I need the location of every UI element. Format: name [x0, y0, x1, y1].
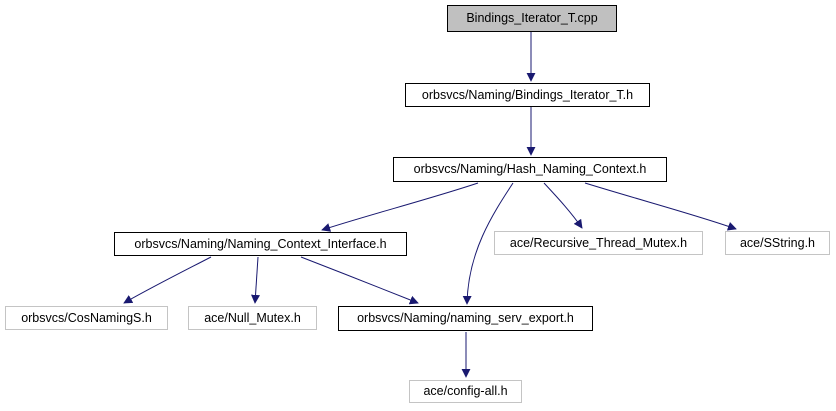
edge-hash_h-to-export_h: [462, 182, 514, 305]
graph-node-cosnaming_h[interactable]: orbsvcs/CosNamingS.h: [5, 306, 168, 330]
edge-hash_h-to-rtm_h: [543, 182, 583, 229]
graph-node-hash_h[interactable]: orbsvcs/Naming/Hash_Naming_Context.h: [393, 157, 667, 182]
graph-node-export_h[interactable]: orbsvcs/Naming/naming_serv_export.h: [338, 306, 593, 331]
graph-node-cpp[interactable]: Bindings_Iterator_T.cpp: [447, 5, 617, 32]
graph-node-rtm_h[interactable]: ace/Recursive_Thread_Mutex.h: [494, 231, 703, 255]
edge-nci_h-to-cosnaming_h: [123, 256, 212, 304]
edge-hash_h-to-nci_h: [321, 182, 479, 232]
graph-node-nullmutex_h[interactable]: ace/Null_Mutex.h: [188, 306, 317, 330]
graph-node-sstring_h[interactable]: ace/SString.h: [725, 231, 830, 255]
edge-hash_h-to-sstring_h: [584, 182, 737, 231]
graph-node-nci_h[interactable]: orbsvcs/Naming/Naming_Context_Interface.…: [114, 232, 407, 256]
graph-node-configall_h[interactable]: ace/config-all.h: [409, 380, 522, 403]
edge-nci_h-to-export_h: [300, 256, 419, 305]
graph-node-bindings_h[interactable]: orbsvcs/Naming/Bindings_Iterator_T.h: [405, 83, 650, 107]
edge-nci_h-to-nullmutex_h: [251, 256, 260, 304]
